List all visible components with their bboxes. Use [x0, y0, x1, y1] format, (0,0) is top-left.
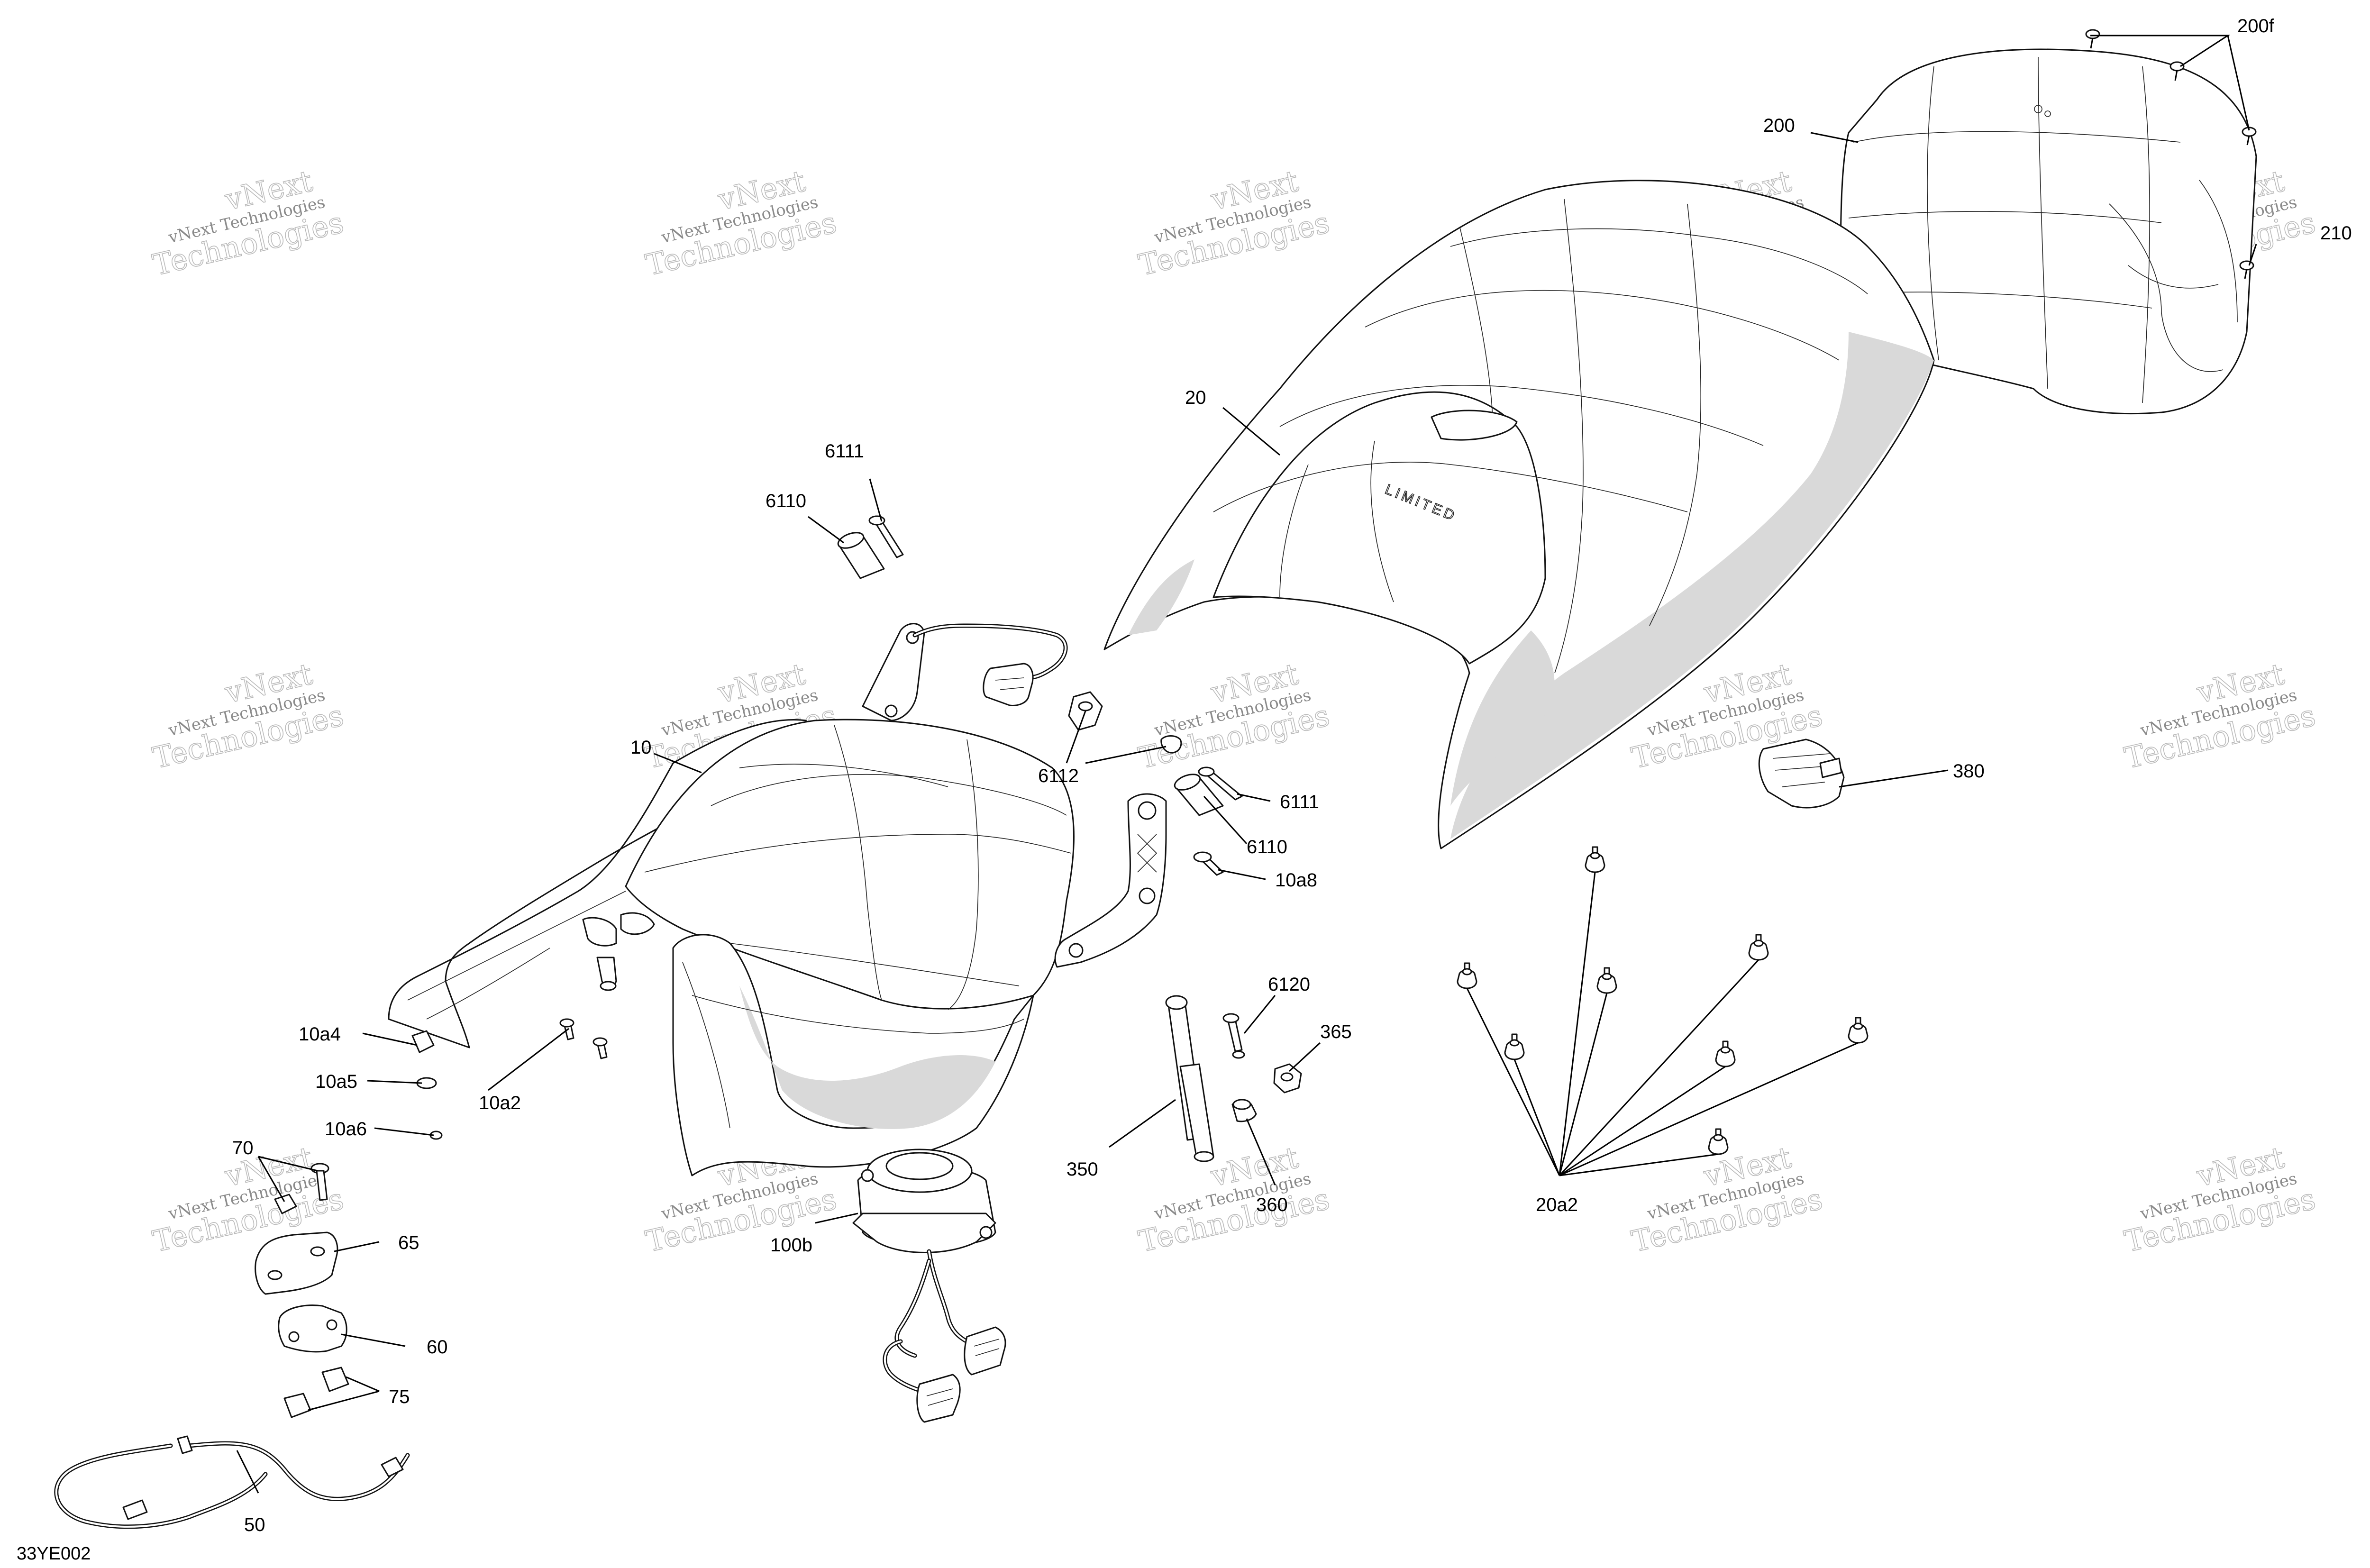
bumper-20a2-6 [1848, 1017, 1869, 1044]
bracket-60 [278, 1304, 347, 1353]
callout-20a2: 20a2 [1536, 1194, 1578, 1215]
bumper-20a2-1 [1457, 962, 1477, 989]
callout-100b: 100b [770, 1235, 812, 1256]
callout-210: 210 [2320, 223, 2352, 244]
callout-360: 360 [1256, 1194, 1288, 1215]
callout-70: 70 [232, 1138, 254, 1158]
callout-365: 365 [1320, 1021, 1352, 1042]
callout-10a6: 10a6 [325, 1119, 367, 1140]
callout-10: 10 [630, 737, 652, 758]
leader-20a2-2 [1559, 993, 1608, 1176]
clip-10a4 [411, 1030, 435, 1053]
callout-10a4: 10a4 [299, 1024, 341, 1045]
bumper-20a2-3 [1748, 934, 1769, 961]
nut-365 [1273, 1063, 1302, 1094]
callout-6120: 6120 [1268, 974, 1310, 995]
bumper-20a2-5 [1715, 1040, 1736, 1067]
leader-lines-20a2 [1466, 872, 1859, 1176]
screw-6120 [1222, 1013, 1245, 1059]
callout-6111-upper: 6111 [825, 441, 864, 462]
callout-380: 380 [1953, 761, 1985, 782]
pin-360 [1231, 1099, 1257, 1122]
callout-6112: 6112 [1038, 766, 1079, 786]
callout-6111-lower: 6111 [1280, 792, 1319, 812]
leader-20a2-0 [1559, 872, 1596, 1176]
screws-70 [274, 1163, 329, 1214]
backrest-200 [1840, 48, 2257, 415]
leader-20a2-1 [1466, 988, 1560, 1176]
bumper-20a2-group [1457, 846, 1869, 1155]
screws-10a2 [559, 1018, 608, 1059]
callout-200f: 200f [2237, 16, 2275, 36]
bumper-20a2-2 [1596, 967, 1617, 994]
leader-20a2-6 [1559, 1042, 1859, 1176]
bracket-65 [255, 1231, 338, 1295]
bumper-20a2-7 [1708, 1128, 1729, 1155]
callout-350: 350 [1066, 1159, 1098, 1180]
cable-50 [54, 1435, 410, 1529]
callout-6110-upper: 6110 [766, 491, 806, 511]
callout-65: 65 [398, 1232, 419, 1253]
seat-bracket-with-wire [862, 623, 1068, 721]
callout-75: 75 [389, 1386, 410, 1407]
leader-20a2-5 [1559, 1066, 1726, 1176]
callout-10a2: 10a2 [479, 1093, 521, 1113]
hardware-6110-6111-lower [1160, 735, 1243, 816]
strut-350 [1165, 995, 1214, 1162]
callout-50: 50 [244, 1514, 265, 1535]
screw-10a8 [1193, 851, 1224, 876]
hardware-6110-6111-upper [837, 515, 904, 579]
callout-20: 20 [1185, 387, 1206, 408]
speaker-unit-100b [852, 1149, 1006, 1423]
diagram-code: 33YE002 [17, 1544, 91, 1564]
callout-60: 60 [427, 1337, 448, 1358]
leader-20a2-7 [1559, 1153, 1719, 1176]
bumper-20a2-4 [1504, 1033, 1525, 1060]
leader-20a2-4 [1513, 1059, 1560, 1176]
callout-labels: 200f 200 210 20 6111 6110 6112 6111 6110… [232, 16, 2352, 1535]
callout-10a5: 10a5 [315, 1071, 357, 1092]
module-380 [1758, 738, 1845, 809]
passenger-seat-20: LIMITED [1103, 180, 1935, 849]
bumper-20a2-0 [1585, 846, 1605, 873]
driver-seat-10 [388, 719, 1075, 1176]
leader-20a2-3 [1559, 959, 1759, 1176]
callout-200: 200 [1763, 115, 1795, 136]
seat-latch-arm [1054, 793, 1167, 968]
clips-75 [283, 1367, 349, 1418]
callout-10a8: 10a8 [1275, 870, 1317, 891]
callout-6110-lower: 6110 [1247, 837, 1287, 857]
leader-lines [236, 35, 2257, 1494]
